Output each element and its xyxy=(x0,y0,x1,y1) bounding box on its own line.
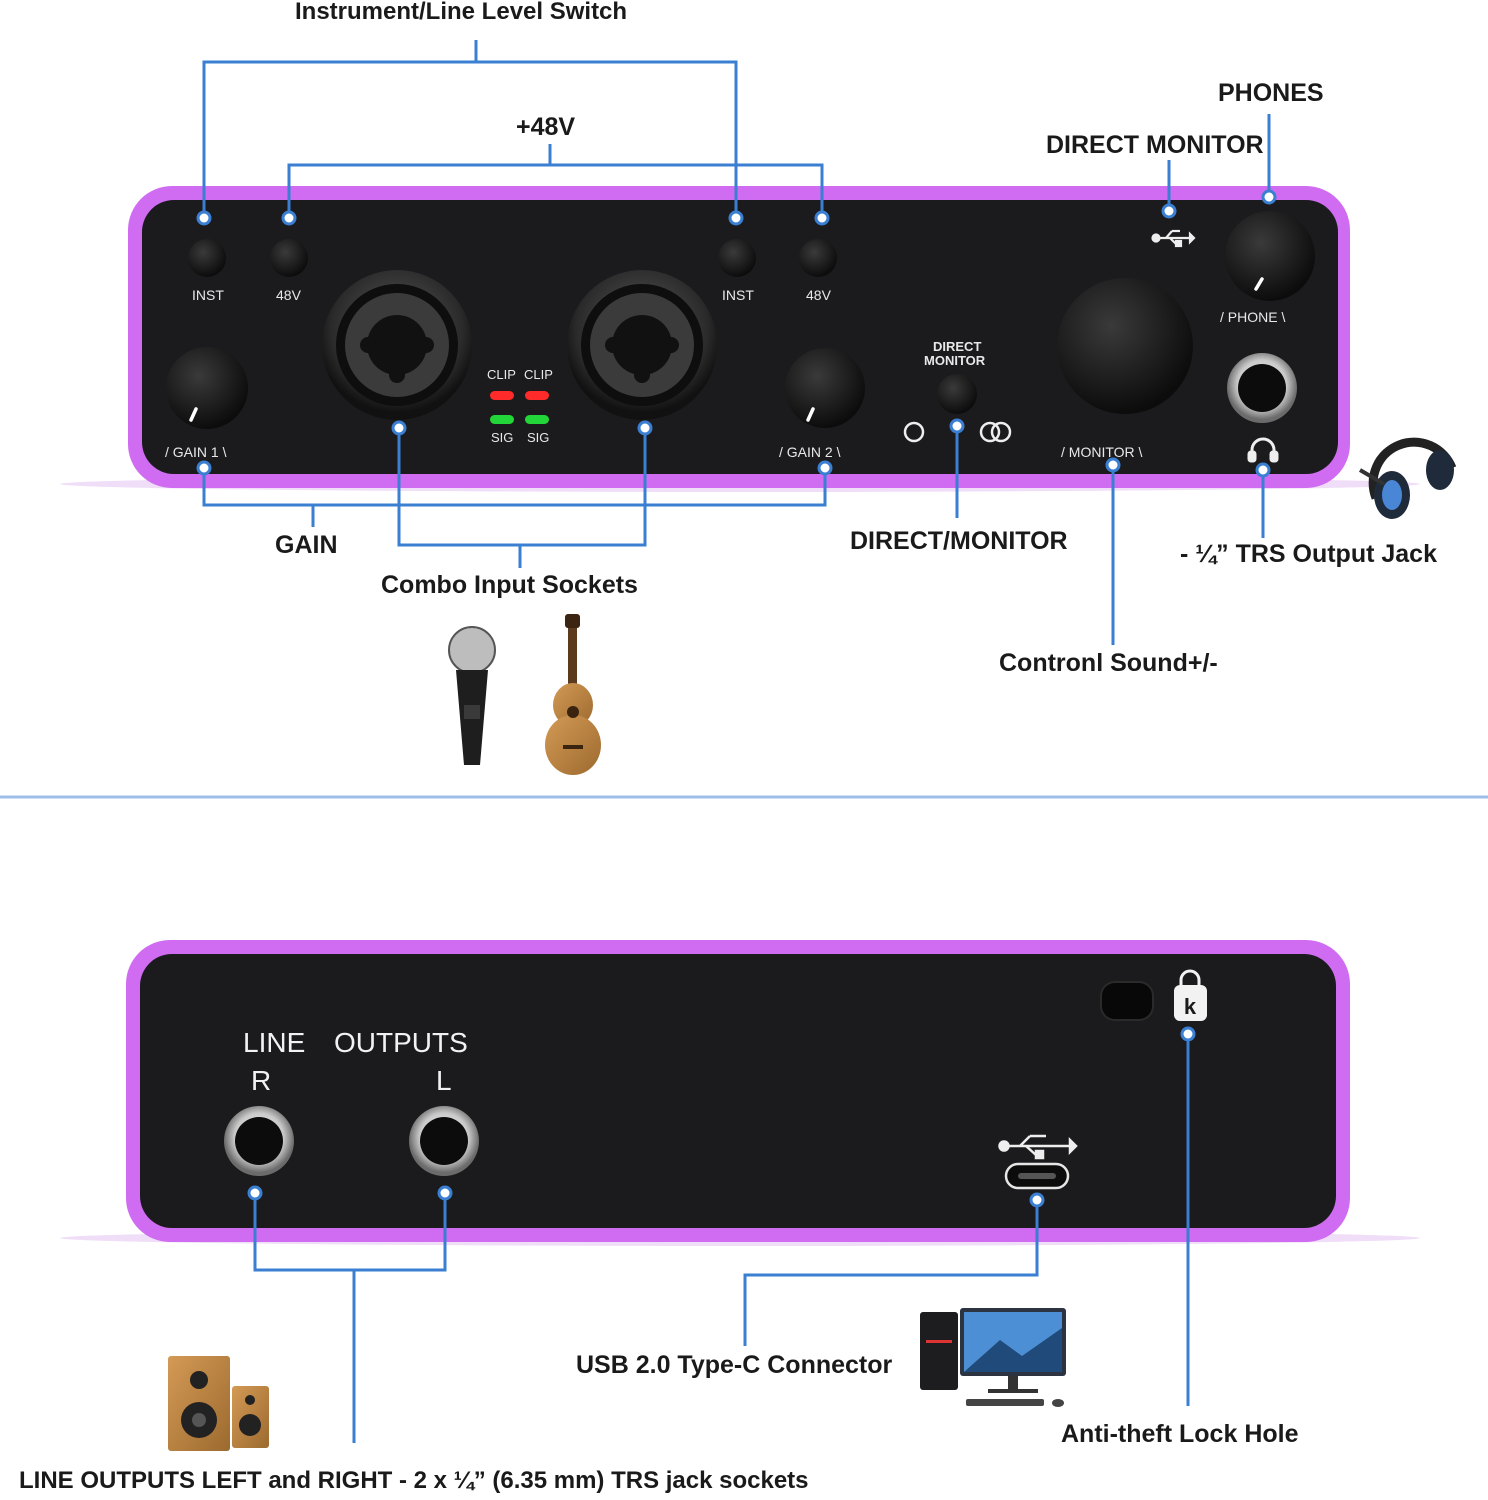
phone-knob[interactable] xyxy=(1225,211,1315,301)
kensington-lock-icon: k xyxy=(1174,969,1207,1021)
stereo-icon xyxy=(979,421,1012,443)
front-panel xyxy=(60,186,1420,492)
combo-input-2[interactable] xyxy=(567,270,717,420)
callout-control-sound: Contronl Sound+/- xyxy=(999,649,1218,677)
label-inst-right: INST xyxy=(722,287,754,303)
callout-lock-hole: Anti-theft Lock Hole xyxy=(1061,1420,1299,1448)
phantom-switch-right[interactable] xyxy=(799,239,837,277)
label-inst-left: INST xyxy=(192,287,224,303)
inst-switch-left[interactable] xyxy=(188,239,226,277)
leader-dots xyxy=(196,189,1277,1208)
line-output-left-jack[interactable] xyxy=(409,1106,479,1176)
usb-c-port[interactable] xyxy=(1004,1162,1070,1190)
gain1-knob[interactable] xyxy=(166,347,248,429)
sig-led-left xyxy=(490,415,514,424)
label-48v-right: 48V xyxy=(806,287,831,303)
callout-48v: +48V xyxy=(516,113,576,141)
callout-line-outputs: LINE OUTPUTS LEFT and RIGHT - 2 x ¼” (6.… xyxy=(19,1467,809,1494)
label-clip-right: CLIP xyxy=(524,367,553,382)
label-gain1: / GAIN 1 \ xyxy=(165,444,227,460)
clip-led-left xyxy=(490,391,514,400)
callout-inst-line-switch: Instrument/Line Level Switch xyxy=(295,0,628,25)
callout-gain: GAIN xyxy=(275,531,338,559)
label-gain2: / GAIN 2 \ xyxy=(779,444,841,460)
callout-direct-monitor: DIRECT MONITOR xyxy=(1046,131,1264,159)
lock-slot[interactable] xyxy=(1100,981,1154,1021)
callout-combo-inputs: Combo Input Sockets xyxy=(381,571,638,599)
headphones-icon xyxy=(1358,437,1457,519)
usb-icon xyxy=(1151,229,1196,248)
label-outputs: OUTPUTS xyxy=(334,1027,468,1058)
label-line: LINE xyxy=(243,1027,306,1058)
clip-led-right xyxy=(525,391,549,400)
svg-text:k: k xyxy=(1184,994,1197,1019)
label-sig-right: SIG xyxy=(527,430,550,445)
headphones-icon-small xyxy=(1247,437,1279,463)
combo-input-1[interactable] xyxy=(322,270,472,420)
mono-icon xyxy=(903,421,925,443)
leader-lines xyxy=(202,40,1271,1443)
label-clip-left: CLIP xyxy=(487,367,516,382)
label-monitor: / MONITOR \ xyxy=(1061,444,1143,460)
rear-panel: k xyxy=(60,940,1420,1246)
monitor-knob[interactable] xyxy=(1057,278,1193,414)
sig-led-right xyxy=(525,415,549,424)
usb-icon-rear xyxy=(998,1134,1078,1160)
label-l: L xyxy=(436,1065,452,1096)
phantom-switch-left[interactable] xyxy=(270,239,308,277)
gain2-knob[interactable] xyxy=(785,348,865,428)
callout-usb-connector: USB 2.0 Type-C Connector xyxy=(576,1351,893,1379)
callout-phones: PHONES xyxy=(1218,79,1324,107)
direct-monitor-button[interactable] xyxy=(937,374,977,414)
label-monitor-small: MONITOR xyxy=(924,353,986,368)
inst-switch-right[interactable] xyxy=(718,239,756,277)
acoustic-guitar-icon xyxy=(545,614,601,775)
label-sig-left: SIG xyxy=(491,430,514,445)
line-output-right-jack[interactable] xyxy=(224,1106,294,1176)
label-48v-left: 48V xyxy=(276,287,301,303)
callout-trs-output-jack: - ¼” TRS Output Jack xyxy=(1180,540,1437,568)
callout-direct-monitor-switch: DIRECT/MONITOR xyxy=(850,527,1068,555)
label-direct: DIRECT xyxy=(933,339,982,354)
label-phone: / PHONE \ xyxy=(1220,309,1286,325)
label-r: R xyxy=(251,1065,272,1096)
speakers-icon xyxy=(168,1356,269,1451)
phones-jack[interactable] xyxy=(1227,353,1297,423)
microphone-icon xyxy=(448,626,496,765)
desktop-pc-icon xyxy=(920,1308,1066,1407)
